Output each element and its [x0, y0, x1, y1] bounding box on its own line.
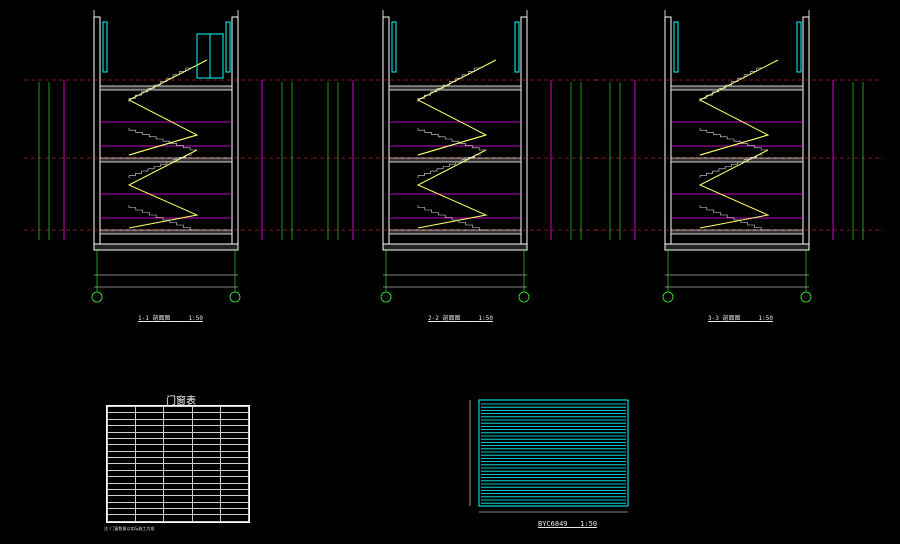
door-detail-title: BYC6849 1:50	[538, 520, 597, 528]
door-schedule-grid	[106, 405, 250, 522]
door-schedule-cell	[219, 514, 250, 522]
section-2-floor-slab-1	[388, 157, 522, 163]
section-3-title-text: 3-3 剖面图	[708, 315, 741, 322]
section-1-stair-flight-b	[128, 134, 198, 156]
section-2-title: 2-2 剖面图 1:50	[428, 313, 493, 322]
section-2-floor-slab-2	[388, 229, 522, 235]
section-3-steps-1	[699, 67, 763, 102]
section-3-steps-4	[699, 205, 768, 231]
section-1-right-wall	[231, 16, 239, 245]
section-1-steps-2	[128, 128, 197, 151]
section-2-left-wall	[382, 16, 390, 245]
section-1-window-right	[225, 21, 231, 73]
section-1-stair-flight-a	[127, 59, 208, 156]
section-1-floor-slab-1	[99, 157, 233, 163]
section-3-stair-flight-a	[698, 59, 779, 156]
section-3-grid-bubble-right	[800, 291, 812, 303]
section-2-grid-bubble-left	[380, 291, 392, 303]
section-2-floor-slab-0	[388, 85, 522, 91]
section-1-stair-flight-c	[127, 149, 199, 229]
section-1-grid-bubble-left	[91, 291, 103, 303]
section-2-window-right	[514, 21, 520, 73]
section-1-grid-bubble-right	[229, 291, 241, 303]
section-2-title-text: 2-2 剖面图	[428, 315, 461, 322]
section-1-title-text: 1-1 剖面图	[138, 315, 171, 322]
section-2-ground-slab	[382, 243, 528, 251]
door-schedule-cell	[106, 514, 137, 522]
section-1-title: 1-1 剖面图 1:50	[138, 313, 203, 322]
section-1-scale: 1:50	[188, 315, 203, 322]
section-1-steps-4	[128, 205, 197, 231]
section-3-right-wall	[802, 16, 810, 245]
section-2-window-left	[391, 21, 397, 73]
section-2-steps-3	[417, 154, 481, 178]
section-3-title: 3-3 剖面图 1:50	[708, 313, 773, 322]
section-1-ground-slab	[93, 243, 239, 251]
section-3-window-right	[796, 21, 802, 73]
door-schedule-cell	[219, 507, 250, 516]
section-2-stair-flight-b	[417, 134, 487, 156]
section-2-stair-flight-c	[416, 149, 488, 229]
section-2-stair-flight-a	[416, 59, 497, 156]
section-2-steps-1	[417, 67, 481, 102]
door-schedule-title: 门窗表	[166, 396, 196, 407]
section-3-floor-slab-1	[670, 157, 804, 163]
section-3-stair-flight-c	[698, 149, 770, 229]
section-2-scale: 1:50	[478, 315, 493, 322]
door-schedule-cell	[135, 514, 165, 522]
section-3-window-left	[673, 21, 679, 73]
section-3-ground-slab	[664, 243, 810, 251]
door-detail-scale: 1:50	[580, 520, 598, 528]
door-schedule-cell	[163, 514, 193, 522]
door-schedule-cell	[191, 514, 221, 522]
section-3-stair-flight-b	[699, 134, 769, 156]
section-1-floor-slab-2	[99, 229, 233, 235]
door-schedule-row	[106, 495, 250, 503]
section-1-floor-slab-0	[99, 85, 233, 91]
door-schedule-row	[106, 507, 250, 516]
section-2-right-wall	[520, 16, 528, 245]
door-schedule-note: 注:门窗数量以实际施工为准	[104, 526, 155, 531]
section-1-window-left	[102, 21, 108, 73]
section-2-steps-4	[417, 205, 486, 231]
door-schedule-row	[106, 514, 250, 522]
section-3-left-wall	[664, 16, 672, 245]
section-1-left-wall	[93, 16, 101, 245]
section-1-steps-3	[128, 154, 192, 178]
section-3-floor-slab-0	[670, 85, 804, 91]
section-3-floor-slab-2	[670, 229, 804, 235]
section-3-steps-2	[699, 128, 768, 151]
door-detail-title-text: BYC6849	[538, 520, 568, 528]
section-1-steps-1	[128, 67, 192, 102]
door-detail-frame	[478, 399, 629, 507]
section-3-grid-bubble-left	[662, 291, 674, 303]
door-schedule-row	[106, 431, 250, 439]
section-2-grid-bubble-right	[518, 291, 530, 303]
section-3-steps-3	[699, 154, 763, 178]
door-schedule-table	[106, 405, 250, 523]
section-2-steps-2	[417, 128, 486, 151]
section-3-scale: 1:50	[758, 315, 773, 322]
